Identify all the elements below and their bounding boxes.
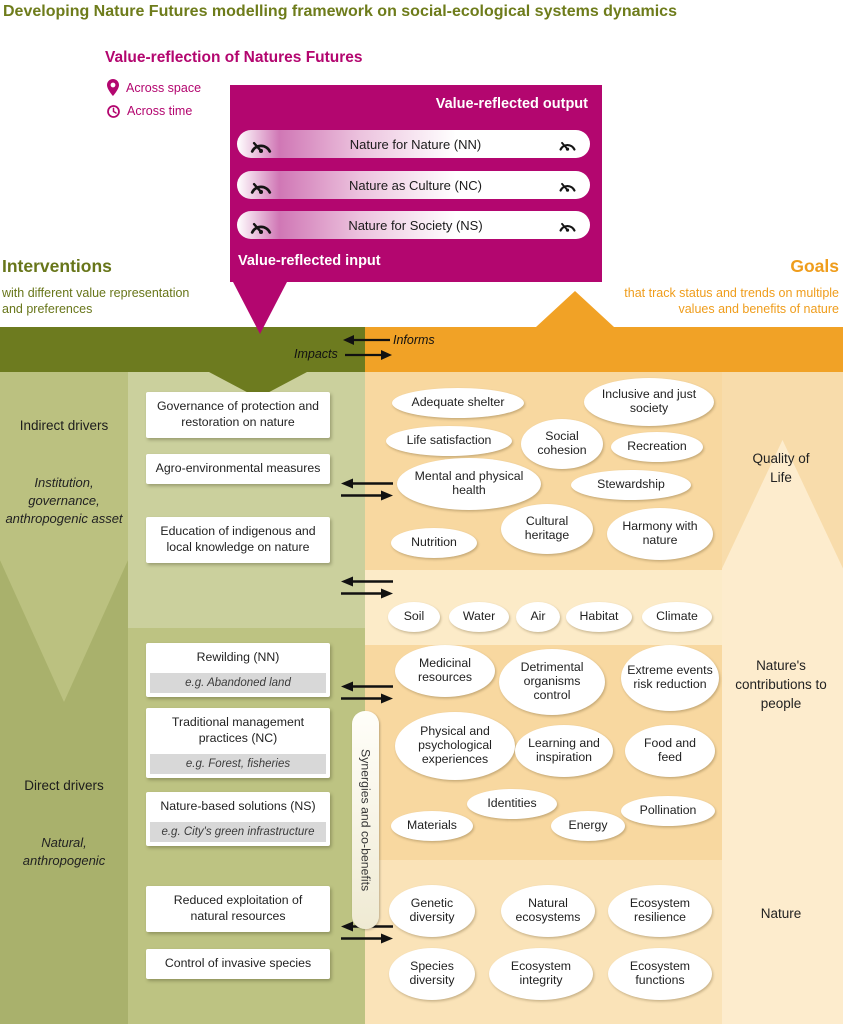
intervention-card-education: Education of indigenous and local knowle… bbox=[146, 517, 330, 563]
intervention-card-agro: Agro-environmental measures bbox=[146, 454, 330, 484]
goal-oval-social-cohesion: Social cohesion bbox=[521, 419, 603, 469]
goal-oval-genetic-diversity: Genetic diversity bbox=[389, 885, 475, 937]
figure-title: Developing Nature Futures modelling fram… bbox=[3, 3, 677, 20]
across-time-label: Across time bbox=[127, 104, 193, 118]
card-example: e.g. Abandoned land bbox=[150, 672, 326, 693]
scenario-label: Nature for Society (NS) bbox=[348, 217, 483, 233]
impacts-label: Impacts bbox=[294, 347, 338, 361]
intervention-card-traditional: Traditional management practices (NC) e.… bbox=[146, 708, 330, 778]
card-label: Governance of protection and restoration… bbox=[156, 399, 319, 429]
goal-oval-detrimental-organisms: Detrimental organisms control bbox=[499, 649, 605, 715]
gauge-icon bbox=[558, 137, 577, 151]
card-example: e.g. City's green infrastructure bbox=[150, 821, 326, 842]
goal-oval-climate: Climate bbox=[642, 602, 712, 632]
indirect-drivers-sublabel: Institution, governance, anthropogenic a… bbox=[5, 475, 123, 527]
value-reflected-output-label: Value-reflected output bbox=[435, 96, 588, 112]
gauge-icon bbox=[558, 178, 577, 192]
goal-oval-cultural-heritage: Cultural heritage bbox=[501, 504, 593, 554]
section-label-ncp: Nature's contributions to people bbox=[735, 658, 827, 711]
goals-up-arrow-shape bbox=[722, 440, 843, 1024]
value-reflection-box: Value-reflected output Nature for Nature… bbox=[230, 85, 602, 282]
goal-oval-extreme-events: Extreme events risk reduction bbox=[621, 645, 719, 711]
goal-oval-stewardship: Stewardship bbox=[571, 470, 691, 500]
goal-oval-harmony-with-nature: Harmony with nature bbox=[607, 508, 713, 560]
intervention-card-reduced-exploitation: Reduced exploitation of natural resource… bbox=[146, 886, 330, 932]
goal-oval-air: Air bbox=[516, 602, 560, 632]
synergies-label: Synergies and co-benefits bbox=[358, 748, 373, 892]
location-pin-icon bbox=[107, 79, 119, 96]
card-label: Nature-based solutions (NS) bbox=[160, 799, 316, 813]
gauge-icon bbox=[249, 136, 273, 153]
intervention-card-governance: Governance of protection and restoration… bbox=[146, 392, 330, 438]
scenario-label: Nature as Culture (NC) bbox=[349, 177, 482, 193]
value-reflected-input-label: Value-reflected input bbox=[238, 253, 381, 269]
card-example: e.g. Forest, fisheries bbox=[150, 753, 326, 774]
goal-oval-ecosystem-functions: Ecosystem functions bbox=[608, 948, 712, 1000]
goal-oval-species-diversity: Species diversity bbox=[389, 948, 475, 1000]
card-label: Agro-environmental measures bbox=[155, 461, 321, 475]
goal-oval-habitat: Habitat bbox=[566, 602, 632, 632]
across-time-row: Across time bbox=[107, 104, 192, 118]
value-reflection-heading: Value-reflection of Natures Futures bbox=[105, 49, 363, 66]
direct-drivers-label: Direct drivers bbox=[24, 778, 104, 793]
goal-oval-adequate-shelter: Adequate shelter bbox=[392, 388, 524, 418]
goal-oval-identities: Identities bbox=[467, 789, 557, 819]
section-label-nature: Nature bbox=[760, 906, 802, 921]
goal-oval-mental-physical-health: Mental and physical health bbox=[397, 458, 541, 510]
goal-oval-medicinal-resources: Medicinal resources bbox=[395, 645, 495, 697]
card-label: Traditional management practices (NC) bbox=[171, 715, 305, 745]
goals-heading: Goals bbox=[790, 256, 839, 276]
clock-icon bbox=[107, 105, 120, 118]
goals-subtitle: that track status and trends on multiple… bbox=[624, 286, 839, 317]
intervention-card-invasive-species: Control of invasive species bbox=[146, 949, 330, 979]
intervention-card-rewilding: Rewilding (NN) e.g. Abandoned land bbox=[146, 643, 330, 697]
scenario-pill-nature-for-nature: Nature for Nature (NN) bbox=[237, 130, 590, 158]
goal-oval-physical-psychological: Physical and psychological experiences bbox=[395, 712, 515, 780]
bidirectional-arrow bbox=[341, 576, 393, 599]
informs-left-arrow bbox=[343, 335, 390, 345]
goal-oval-natural-ecosystems: Natural ecosystems bbox=[501, 885, 595, 937]
interventions-heading: Interventions bbox=[2, 256, 112, 276]
interventions-subtitle: with different value representation and … bbox=[2, 286, 190, 317]
gauge-icon bbox=[558, 218, 577, 232]
gauge-icon bbox=[249, 177, 273, 194]
scenario-label: Nature for Nature (NN) bbox=[349, 136, 482, 152]
goal-oval-soil: Soil bbox=[388, 602, 440, 632]
scenario-pill-nature-as-culture: Nature as Culture (NC) bbox=[237, 171, 590, 199]
bidirectional-arrow bbox=[341, 681, 393, 704]
goal-oval-ecosystem-resilience: Ecosystem resilience bbox=[608, 885, 712, 937]
goal-oval-nutrition: Nutrition bbox=[391, 528, 477, 558]
bidirectional-arrow bbox=[341, 478, 393, 501]
card-label: Reduced exploitation of natural resource… bbox=[173, 893, 303, 923]
section-label-quality-of-life: Quality of Life bbox=[752, 451, 810, 485]
across-space-row: Across space bbox=[107, 79, 201, 96]
goal-oval-ecosystem-integrity: Ecosystem integrity bbox=[489, 948, 593, 1000]
direct-drivers-sublabel: Natural, anthropogenic bbox=[22, 835, 106, 869]
goal-oval-learning-inspiration: Learning and inspiration bbox=[515, 725, 613, 777]
card-label: Education of indigenous and local knowle… bbox=[160, 524, 316, 554]
goal-oval-recreation: Recreation bbox=[611, 432, 703, 462]
goal-oval-energy: Energy bbox=[551, 811, 625, 841]
goal-oval-life-satisfaction: Life satisfaction bbox=[386, 426, 512, 456]
goal-oval-pollination: Pollination bbox=[621, 796, 715, 826]
synergies-pill: Synergies and co-benefits bbox=[352, 711, 379, 929]
goal-oval-materials: Materials bbox=[391, 811, 473, 841]
across-space-label: Across space bbox=[126, 80, 202, 95]
goal-oval-food-and-feed: Food and feed bbox=[625, 725, 715, 777]
scenario-pill-nature-for-society: Nature for Society (NS) bbox=[237, 211, 590, 239]
intervention-card-nbs: Nature-based solutions (NS) e.g. City's … bbox=[146, 792, 330, 846]
goal-oval-inclusive-just-society: Inclusive and just society bbox=[584, 378, 714, 426]
interventions-header-band bbox=[0, 327, 365, 372]
goal-oval-water: Water bbox=[449, 602, 509, 632]
indirect-drivers-label: Indirect drivers bbox=[19, 418, 109, 433]
impacts-right-arrow bbox=[345, 350, 392, 360]
card-label: Rewilding (NN) bbox=[196, 650, 280, 664]
gauge-icon bbox=[249, 217, 273, 234]
informs-label: Informs bbox=[393, 333, 435, 347]
card-label: Control of invasive species bbox=[164, 956, 312, 970]
value-reflection-down-arrow bbox=[232, 280, 288, 334]
goals-header-band bbox=[365, 327, 843, 372]
